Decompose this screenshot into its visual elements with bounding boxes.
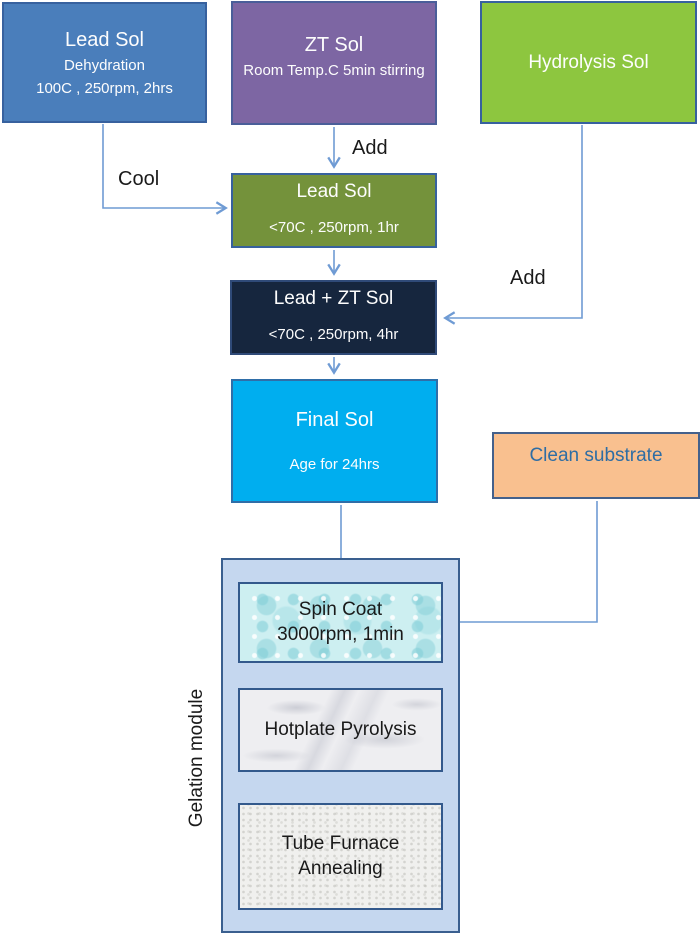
node-title: Final Sol bbox=[295, 408, 374, 431]
node-detail: <70C , 250rpm, 1hr bbox=[269, 218, 399, 236]
node-detail: 100C , 250rpm, 2hrs bbox=[36, 79, 173, 97]
connector-hydrolysis-to-leadzt-arrow bbox=[443, 125, 583, 325]
node-title: Spin Coat bbox=[298, 598, 383, 620]
node-detail: <70C , 250rpm, 4hr bbox=[268, 325, 399, 343]
node-detail: Annealing bbox=[298, 857, 383, 879]
connector-substrate-to-spincoat-arrow bbox=[446, 501, 598, 629]
node-lead-sol-cooled: Lead Sol <70C , 250rpm, 1hr bbox=[231, 173, 437, 248]
node-title: ZT Sol bbox=[304, 34, 364, 56]
node-spin-coat: Spin Coat 3000rpm, 1min bbox=[238, 582, 443, 663]
node-detail: Age for 24hrs bbox=[289, 455, 380, 473]
node-title: Clean substrate bbox=[529, 445, 663, 466]
node-detail: Room Temp.C 5min stirring bbox=[243, 62, 425, 79]
edge-label-cool: Cool bbox=[118, 168, 160, 190]
node-hydrolysis-sol: Hydrolysis Sol bbox=[480, 1, 697, 124]
node-subtitle: Dehydration bbox=[64, 57, 145, 74]
node-final-sol: Final Sol Age for 24hrs bbox=[231, 379, 438, 503]
node-clean-substrate: Clean substrate bbox=[492, 432, 700, 499]
edge-label-add-hydrolysis: Add bbox=[510, 267, 546, 289]
node-title: Lead Sol bbox=[296, 181, 372, 202]
node-title: Lead + ZT Sol bbox=[273, 288, 394, 309]
node-lead-sol-source: Lead Sol Dehydration 100C , 250rpm, 2hrs bbox=[2, 2, 207, 123]
node-title: Tube Furnace bbox=[281, 832, 400, 854]
node-title: Hotplate Pyrolysis bbox=[264, 718, 417, 740]
node-title: Lead Sol bbox=[65, 29, 144, 51]
node-detail: 3000rpm, 1min bbox=[277, 623, 404, 645]
node-zt-sol: ZT Sol Room Temp.C 5min stirring bbox=[231, 1, 437, 125]
node-tube-furnace-annealing: Tube Furnace Annealing bbox=[238, 803, 443, 910]
node-title: Hydrolysis Sol bbox=[528, 51, 649, 73]
node-lead-zt-sol: Lead + ZT Sol <70C , 250rpm, 4hr bbox=[230, 280, 437, 355]
gelation-module-label: Gelation module bbox=[186, 688, 207, 828]
connector-cool-arrow bbox=[102, 124, 228, 215]
edge-label-add-zt: Add bbox=[352, 137, 388, 159]
node-hotplate-pyrolysis: Hotplate Pyrolysis bbox=[238, 688, 443, 772]
